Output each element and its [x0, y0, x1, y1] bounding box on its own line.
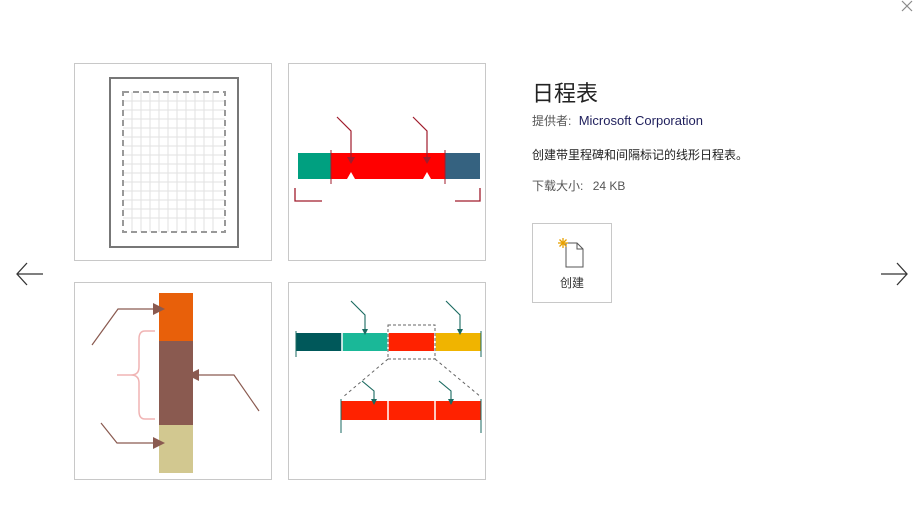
- provider-line: 提供者: Microsoft Corporation: [532, 112, 703, 129]
- close-icon: [901, 0, 913, 12]
- create-button-label: 创建: [559, 276, 584, 290]
- download-size-value: 24 KB: [592, 179, 626, 193]
- new-document-icon: [558, 238, 584, 268]
- preview-thumbnail-timeline[interactable]: [288, 63, 486, 261]
- preview-thumbnail-grid-page[interactable]: [74, 63, 272, 261]
- next-template-button[interactable]: [878, 259, 910, 289]
- grid-page-preview-image: [109, 77, 239, 248]
- close-button[interactable]: [899, 0, 915, 14]
- download-size-label: 下载大小:: [532, 179, 584, 193]
- provider-label: 提供者:: [532, 114, 572, 128]
- previous-template-button[interactable]: [14, 259, 46, 289]
- timeline-preview-image: [294, 116, 481, 202]
- create-button[interactable]: 创建: [532, 223, 612, 303]
- vertical-timeline-preview-image: [91, 293, 260, 473]
- preview-thumbnail-expanded-timeline[interactable]: [288, 282, 486, 480]
- template-description: 创建带里程碑和间隔标记的线形日程表。: [532, 148, 749, 162]
- expanded-timeline-preview-image: [295, 300, 482, 433]
- arrow-right-icon: [881, 262, 908, 286]
- preview-thumbnail-vertical-timeline[interactable]: [74, 282, 272, 480]
- download-size-line: 下载大小: 24 KB: [532, 177, 625, 194]
- template-title: 日程表: [532, 81, 599, 106]
- provider-name: Microsoft Corporation: [578, 113, 703, 128]
- arrow-left-icon: [16, 262, 43, 286]
